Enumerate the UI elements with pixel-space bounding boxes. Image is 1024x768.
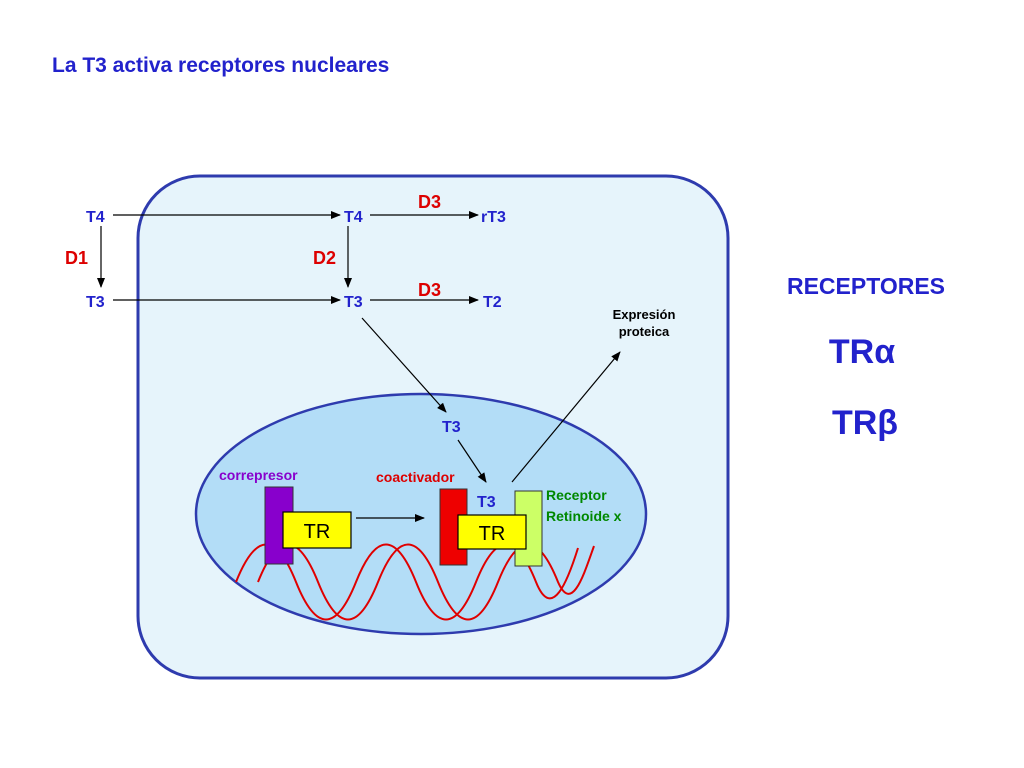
receptors-heading: RECEPTORES [787, 273, 945, 299]
label-expresion: Expresión [613, 307, 676, 322]
label-receptor: Receptor [546, 487, 607, 503]
label-t4-cell: T4 [344, 209, 363, 226]
tr-box-left [282, 511, 352, 549]
page-title: La T3 activa receptores nucleares [52, 54, 389, 77]
label-proteica: proteica [619, 324, 670, 339]
label-d2: D2 [313, 248, 336, 268]
tr-label-left: TR [304, 521, 331, 543]
label-t4-outside: T4 [86, 209, 105, 226]
arrow-t3-to-receptor [457, 439, 487, 483]
label-t3-cell: T3 [344, 294, 363, 311]
dna-helix [235, 543, 595, 621]
arrow-t3-to-nucleus [361, 317, 447, 413]
label-d1: D1 [65, 248, 88, 268]
dna-strand-2 [257, 543, 595, 621]
label-retinoide-x: Retinoide x [546, 508, 622, 524]
label-d3-top: D3 [418, 192, 441, 212]
dna-strand-1 [235, 543, 579, 621]
label-t3-nucleus: T3 [442, 419, 461, 436]
tr-box-right [457, 514, 527, 550]
label-rt3: rT3 [481, 209, 506, 226]
receptor-tr-beta: TRβ [832, 404, 898, 442]
label-t2: T2 [483, 294, 502, 311]
tr-label-right: TR [479, 523, 506, 545]
receptor-tr-alpha: TRα [829, 333, 895, 371]
arrows [97, 211, 621, 522]
arrow-to-expression [511, 351, 621, 483]
label-d3-mid: D3 [418, 280, 441, 300]
label-correpresor: correpresor [219, 467, 298, 483]
label-coactivador: coactivador [376, 469, 455, 485]
label-t3-outside: T3 [86, 294, 105, 311]
label-t3-bound: T3 [477, 494, 496, 511]
